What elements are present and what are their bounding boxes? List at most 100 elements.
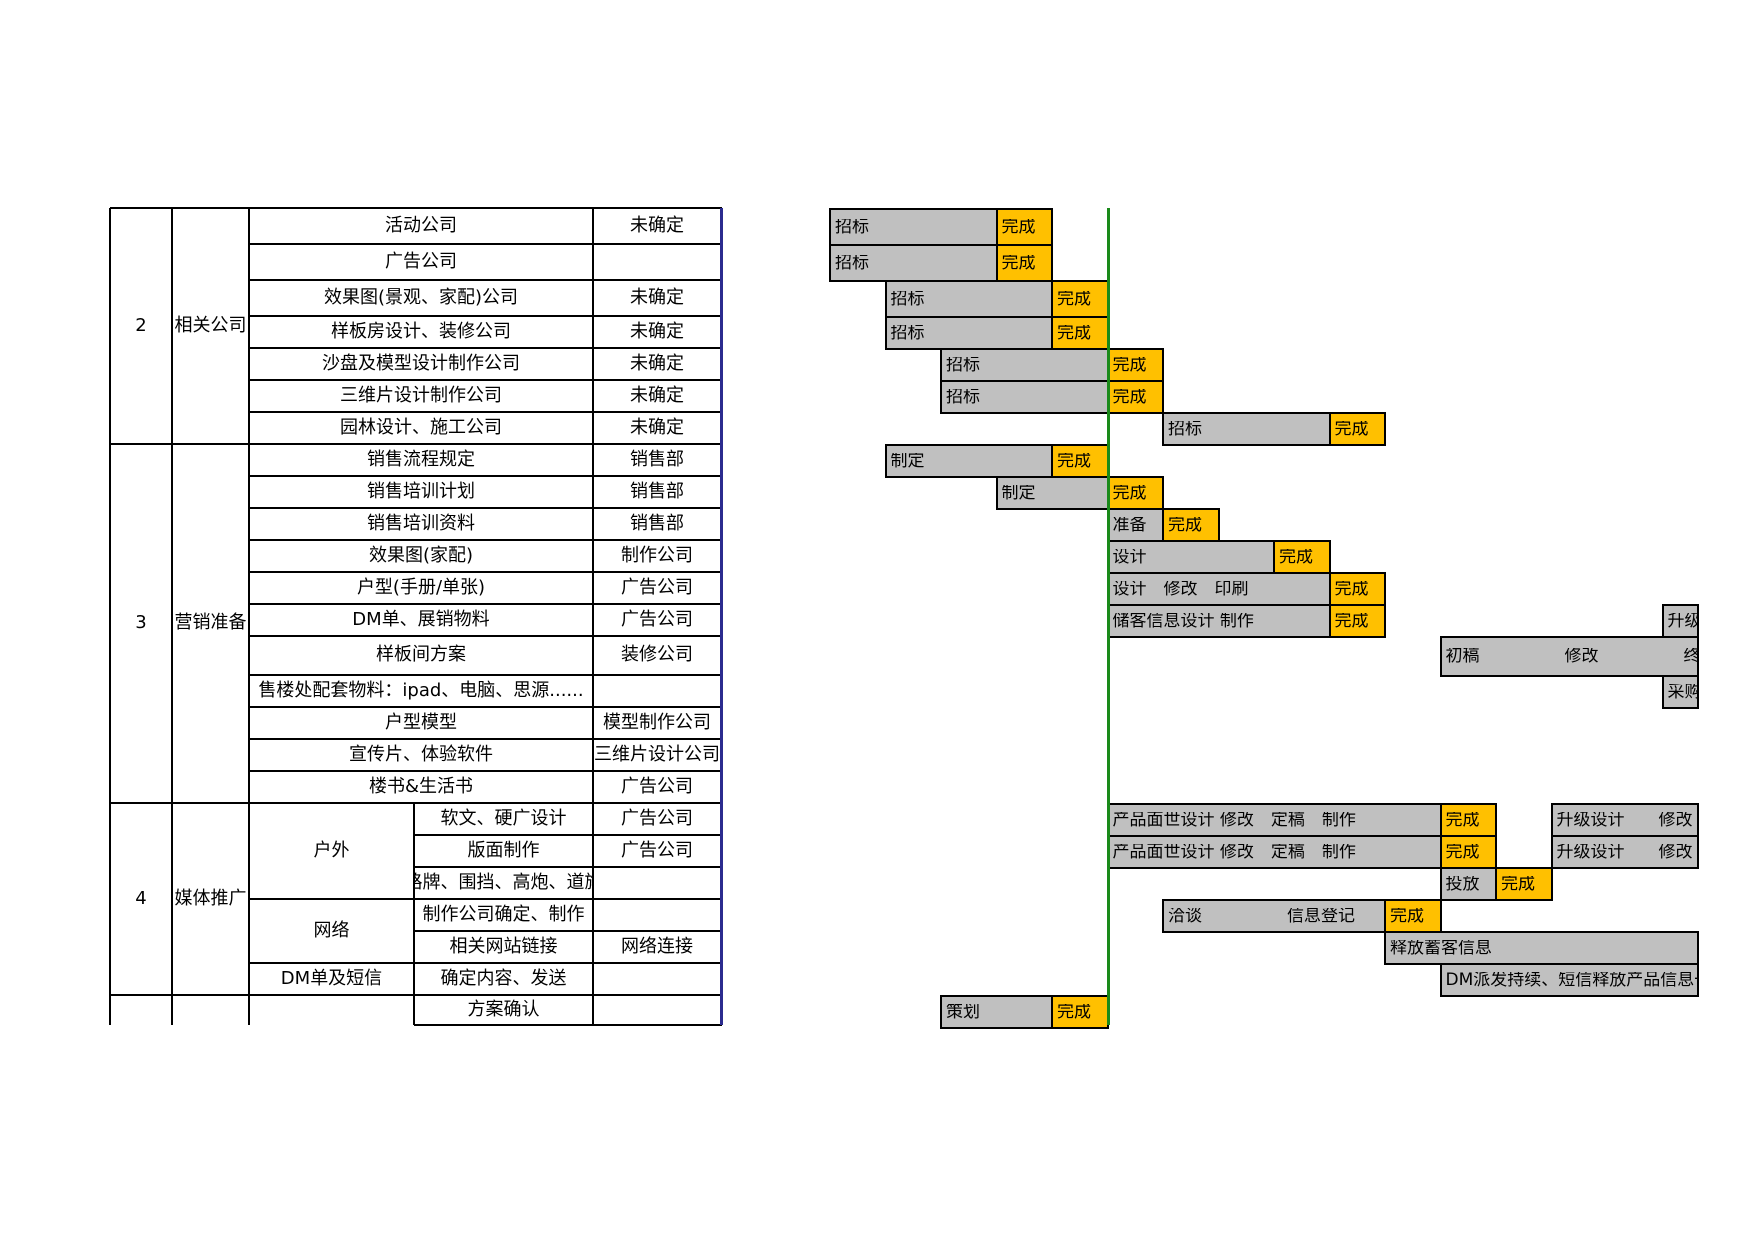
gantt-task-bar[interactable] bbox=[1661, 675, 1699, 709]
gantt-task-bar[interactable] bbox=[940, 380, 1109, 414]
task-item[interactable]: DM单、展销物料 bbox=[352, 608, 490, 630]
gantt-task-bar[interactable] bbox=[884, 444, 1053, 478]
task-owner[interactable]: 广告公司 bbox=[621, 576, 693, 598]
gantt-task-bar[interactable] bbox=[829, 208, 998, 246]
task-item[interactable]: 活动公司 bbox=[385, 214, 457, 236]
task-item[interactable]: 样板间方案 bbox=[376, 644, 466, 666]
task-item[interactable]: 制作公司确定、制作 bbox=[422, 903, 585, 925]
gantt-task-bar[interactable] bbox=[1550, 803, 1699, 837]
task-owner[interactable]: 模型制作公司 bbox=[603, 711, 711, 733]
task-owner[interactable]: 广告公司 bbox=[621, 608, 693, 630]
task-item[interactable]: 销售培训计划 bbox=[367, 480, 475, 502]
section-number[interactable]: 2 bbox=[135, 314, 147, 336]
gantt-done-bar[interactable] bbox=[1106, 476, 1164, 510]
task-item[interactable]: 方案确认 bbox=[467, 998, 540, 1020]
section-name[interactable]: 营销准备 bbox=[174, 612, 247, 634]
gantt-task-bar[interactable] bbox=[940, 995, 1053, 1029]
task-item[interactable]: 相关网站链接 bbox=[449, 935, 558, 957]
task-owner[interactable]: 未确定 bbox=[630, 214, 684, 236]
task-owner[interactable] bbox=[593, 244, 721, 280]
task-item[interactable]: 软文、硬广设计 bbox=[440, 807, 567, 829]
gantt-done-bar[interactable] bbox=[1328, 572, 1386, 606]
task-item[interactable]: 三维片设计制作公司 bbox=[340, 384, 502, 406]
media-group-name[interactable]: DM单及短信 bbox=[280, 967, 383, 989]
task-owner[interactable] bbox=[593, 867, 721, 899]
gantt-task-bar[interactable] bbox=[1106, 803, 1442, 837]
task-item[interactable]: 园林设计、施工公司 bbox=[340, 416, 502, 438]
gantt-task-bar[interactable] bbox=[1550, 835, 1699, 869]
gantt-task-bar[interactable] bbox=[1106, 835, 1442, 869]
task-owner[interactable]: 广告公司 bbox=[621, 807, 693, 829]
task-item[interactable]: 户型模型 bbox=[385, 711, 457, 733]
gantt-done-bar[interactable] bbox=[1439, 835, 1497, 869]
task-item[interactable]: 版面制作 bbox=[467, 839, 540, 861]
task-owner[interactable] bbox=[593, 899, 721, 931]
gantt-task-bar[interactable] bbox=[829, 244, 998, 282]
task-owner[interactable] bbox=[593, 675, 721, 707]
gantt-task-bar[interactable] bbox=[1439, 636, 1699, 677]
task-item[interactable]: 楼书&生活书 bbox=[368, 775, 474, 797]
gantt-done-bar[interactable] bbox=[995, 208, 1053, 246]
gantt-task-bar[interactable] bbox=[1162, 412, 1331, 446]
section-number[interactable]: 4 bbox=[135, 887, 147, 909]
gantt-task-bar[interactable] bbox=[1661, 604, 1699, 638]
task-item[interactable]: 户型(手册/单张) bbox=[356, 576, 486, 598]
section-number[interactable]: 3 bbox=[135, 612, 147, 634]
gantt-done-bar[interactable] bbox=[1106, 380, 1164, 414]
task-item[interactable]: 销售流程规定 bbox=[367, 448, 475, 470]
task-item[interactable]: 样板房设计、装修公司 bbox=[331, 320, 511, 342]
task-owner[interactable]: 未确定 bbox=[630, 352, 684, 374]
task-owner[interactable]: 销售部 bbox=[630, 512, 684, 534]
media-group-name[interactable]: 户外 bbox=[313, 839, 350, 861]
task-owner[interactable]: 销售部 bbox=[630, 480, 684, 502]
section-name[interactable]: 相关公司 bbox=[174, 314, 247, 336]
gantt-done-bar[interactable] bbox=[1495, 867, 1553, 901]
task-owner[interactable]: 网络连接 bbox=[621, 935, 693, 957]
gantt-task-bar[interactable] bbox=[995, 476, 1109, 510]
task-item[interactable]: 销售培训资料 bbox=[367, 512, 475, 534]
task-item[interactable]: 效果图(家配) bbox=[368, 544, 474, 566]
task-owner[interactable]: 广告公司 bbox=[621, 839, 693, 861]
task-owner[interactable]: 三维片设计公司 bbox=[594, 743, 720, 765]
gantt-done-bar[interactable] bbox=[1328, 604, 1386, 638]
gantt-task-bar[interactable] bbox=[1439, 867, 1497, 901]
gantt-task-bar[interactable] bbox=[940, 348, 1109, 382]
task-owner[interactable]: 销售部 bbox=[630, 448, 684, 470]
task-item[interactable]: 效果图(景观、家配)公司 bbox=[323, 286, 519, 308]
task-item[interactable]: 宣传片、体验软件 bbox=[349, 743, 493, 765]
task-item[interactable]: 确定内容、发送 bbox=[440, 967, 567, 989]
section-name[interactable]: 媒体推广 bbox=[174, 887, 247, 909]
task-item[interactable]: 沙盘及模型设计制作公司 bbox=[322, 352, 520, 374]
gantt-done-bar[interactable] bbox=[1439, 803, 1497, 837]
task-owner[interactable]: 广告公司 bbox=[621, 775, 693, 797]
task-owner[interactable]: 未确定 bbox=[630, 286, 684, 308]
task-item[interactable]: 路牌、围挡、高炮、道旗 bbox=[414, 871, 593, 893]
task-owner[interactable]: 装修公司 bbox=[621, 644, 693, 666]
media-group-name[interactable]: 网络 bbox=[313, 919, 350, 941]
gantt-task-bar[interactable] bbox=[884, 280, 1053, 318]
gantt-done-bar[interactable] bbox=[1106, 348, 1164, 382]
gantt-task-bar[interactable] bbox=[1106, 540, 1275, 574]
task-owner[interactable] bbox=[593, 995, 721, 1025]
gantt-task-bar[interactable] bbox=[1162, 899, 1386, 933]
gantt-task-bar[interactable] bbox=[884, 316, 1053, 350]
task-item[interactable]: 广告公司 bbox=[385, 250, 457, 272]
gantt-done-bar[interactable] bbox=[995, 244, 1053, 282]
task-owner[interactable] bbox=[593, 963, 721, 995]
task-owner[interactable]: 未确定 bbox=[630, 416, 684, 438]
gantt-done-bar[interactable] bbox=[1384, 899, 1442, 933]
gantt-done-bar[interactable] bbox=[1051, 316, 1109, 350]
gantt-task-bar[interactable] bbox=[1439, 963, 1699, 997]
gantt-task-bar[interactable] bbox=[1106, 508, 1164, 542]
gantt-done-bar[interactable] bbox=[1162, 508, 1220, 542]
gantt-task-bar[interactable] bbox=[1106, 604, 1331, 638]
gantt-task-bar[interactable] bbox=[1384, 931, 1699, 965]
gantt-done-bar[interactable] bbox=[1273, 540, 1331, 574]
task-item[interactable]: 售楼处配套物料：ipad、电脑、思源...... bbox=[258, 679, 584, 701]
gantt-done-bar[interactable] bbox=[1051, 995, 1109, 1029]
task-owner[interactable]: 制作公司 bbox=[621, 544, 693, 566]
task-owner[interactable]: 未确定 bbox=[630, 384, 684, 406]
gantt-done-bar[interactable] bbox=[1051, 280, 1109, 318]
task-owner[interactable]: 未确定 bbox=[630, 320, 684, 342]
gantt-done-bar[interactable] bbox=[1051, 444, 1109, 478]
